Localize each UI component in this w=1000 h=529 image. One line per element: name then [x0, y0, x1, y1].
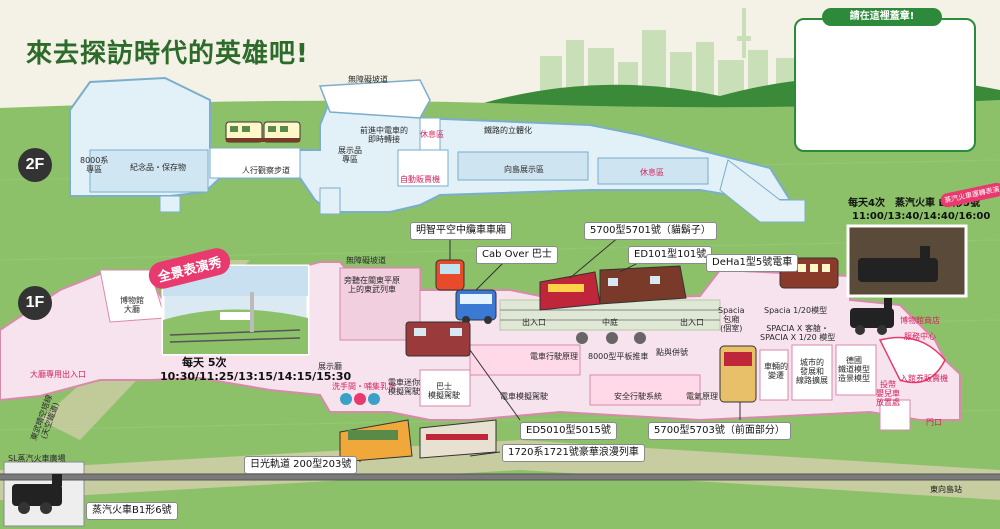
- b1-6-steam-icon: [12, 474, 62, 514]
- f2-ramp-label: 無障礙坡道: [348, 75, 388, 84]
- callout-deha1[interactable]: DeHa1型5號電車: [706, 254, 799, 272]
- f2-transfer: 前進中電車的即時轉接: [360, 126, 408, 145]
- callout-5701[interactable]: 5700型5701號（貓鬍子）: [584, 222, 717, 240]
- callout-nikko-200[interactable]: 日光軌道 200型203號: [244, 456, 358, 474]
- f1-city-lines: 城市的發展和線路擴展: [796, 358, 828, 386]
- f2-mukojima: 向島展示區: [504, 165, 544, 174]
- steam-show-title: 每天4次 蒸汽火車 B1形5號: [848, 198, 980, 209]
- f1-museum-hall: 博物館大廳: [120, 296, 144, 315]
- floor-2-plan: [69, 76, 806, 223]
- f1-sim-bus: 巴士模擬駕駛: [428, 382, 460, 401]
- f1-gate: 門口: [926, 418, 942, 427]
- callout-romance-1720[interactable]: 1720系1721號豪華浪漫列車: [502, 444, 645, 462]
- f1-crossings: 車輛的變遷: [764, 362, 788, 381]
- f1-courtyard: 中庭: [602, 318, 618, 327]
- f1-exhibit-hall: 展示廳: [318, 362, 342, 371]
- f1-mechanism: 電車行駛原理: [530, 352, 578, 361]
- station-direction: 東向島站: [930, 485, 962, 494]
- floor-badge-1f: 1F: [18, 286, 52, 320]
- f2-8000-area: 8000系專區: [80, 156, 109, 175]
- floor-badge-2f: 2F: [18, 148, 52, 182]
- f2-walkway: 人行觀察步道: [242, 166, 290, 175]
- f1-shop: 博物館商店: [900, 316, 940, 325]
- f1-rail-model: 德國鐵道模型造景模型: [838, 356, 870, 384]
- f1-entrance: 大廳專用出入口: [30, 370, 86, 379]
- callout-meiji-cablecar[interactable]: 明智平空中纜車車廂: [410, 222, 512, 240]
- f2-vending: 自動販賣機: [400, 175, 440, 184]
- f2-exhibit-hall: 展示品專區: [338, 146, 362, 165]
- nikko-tram-icon: [339, 419, 413, 463]
- gear-wheels-icon: [576, 332, 646, 344]
- f2-souvenir: 紀念品・保存物: [130, 163, 186, 172]
- page-title: 來去探訪時代的英雄吧!: [26, 39, 309, 69]
- b1-5-steam-icon: [850, 298, 894, 335]
- callout-steam-b1-6[interactable]: 蒸汽火車B1形6號: [86, 502, 178, 520]
- stamp-label: 請在這裡蓋章!: [822, 8, 942, 26]
- f1-principle: 電氣原理: [686, 392, 718, 401]
- f1-mezzanine: 旁聽在關東平原上的東武列車: [344, 276, 400, 295]
- f1-safety: 安全行駛系統: [614, 392, 662, 401]
- f1-inout-2: 出入口: [680, 318, 704, 327]
- sl-plaza-label: SL蒸汽火車廣場: [8, 454, 66, 463]
- callout-cabover-bus[interactable]: Cab Over 巴士: [476, 246, 558, 264]
- callout-ed5010[interactable]: ED5010型5015號: [520, 422, 617, 440]
- f1-inout-1: 出入口: [522, 318, 546, 327]
- loco-5703-icon: [719, 345, 757, 403]
- f1-spacia-x: SPACIA X 客艙・SPACIA X 1/20 模型: [760, 324, 836, 343]
- steam-show-photo: [846, 224, 968, 298]
- f2-rest-2: 休息區: [640, 168, 664, 177]
- f1-sim-train-small: 電車迷你模擬駕駛: [388, 378, 420, 397]
- panorama-times: 10:30/11:25/13:15/14:15/15:30: [160, 370, 352, 383]
- f1-link: 點與併號: [656, 348, 688, 357]
- f2-rest-1: 休息區: [420, 130, 444, 139]
- restroom-icon: [340, 393, 380, 405]
- observation-train-icon: [225, 121, 301, 143]
- stamp-area: [794, 18, 976, 152]
- callout-ed101[interactable]: ED101型101號: [628, 246, 713, 264]
- ed5010-icon: [405, 321, 471, 357]
- steam-show-times: 11:00/13:40/14:40/16:00: [852, 211, 991, 222]
- cabover-bus-icon: [455, 289, 497, 324]
- f2-flyover: 鐵路的立體化: [484, 126, 532, 135]
- ed101-icon: [599, 265, 687, 305]
- f1-service: 服務中心: [904, 332, 936, 341]
- f1-lockers: 投幣嬰兒車放置處: [876, 380, 900, 408]
- f1-ramp: 無障礙坡道: [346, 256, 386, 265]
- panorama-times-title: 每天 5次: [182, 356, 227, 369]
- f1-spacia-model: Spacia 1/20模型: [764, 306, 828, 315]
- f1-toilets: 洗手間・哺集乳室: [332, 382, 396, 391]
- cable-car-icon: [435, 250, 465, 291]
- callout-5703[interactable]: 5700型5703號（前面部分）: [648, 422, 791, 440]
- f1-sim-train: 電車模擬駕駛: [500, 392, 548, 401]
- romance-car-icon: [419, 419, 497, 459]
- f1-ticket-machine: 入館券販賣機: [900, 374, 948, 383]
- f1-truck-8000: 8000型平板推車: [588, 352, 649, 361]
